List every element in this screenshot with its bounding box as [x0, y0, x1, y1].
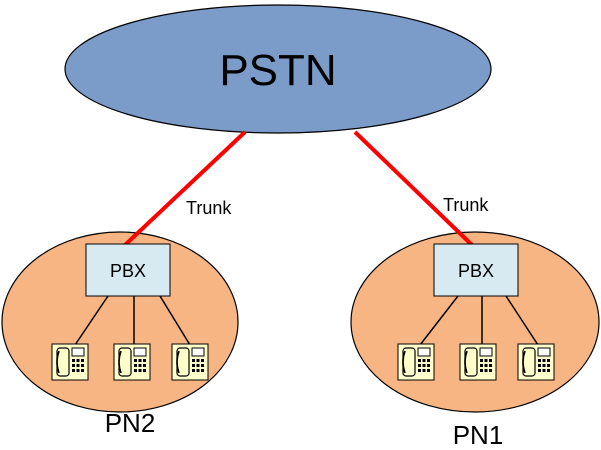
pbx-label-pn2: PBX — [110, 261, 146, 281]
network-pn1: PBX PN1 — [397, 243, 555, 450]
trunk-line-pn2 — [123, 130, 247, 247]
pstn-cloud — [64, 4, 492, 134]
network-pn2: PBX PN2 — [51, 243, 209, 438]
pstn-label: PSTN — [219, 46, 336, 95]
network-name-pn1: PN1 — [453, 420, 504, 450]
telephone-icon — [51, 343, 89, 381]
telephone-icon — [113, 343, 151, 381]
trunk-label-pn2: Trunk — [186, 198, 232, 218]
telephone-icon — [171, 343, 209, 381]
trunk-label-pn1: Trunk — [443, 195, 489, 215]
telephone-icon — [459, 343, 497, 381]
telephone-icon — [517, 343, 555, 381]
telephone-icon — [397, 343, 435, 381]
trunk-line-pn1 — [353, 130, 474, 247]
network-name-pn2: PN2 — [105, 408, 156, 438]
pbx-label-pn1: PBX — [458, 261, 494, 281]
pbx-box-pn1 — [433, 243, 519, 297]
pbx-box-pn2 — [85, 243, 171, 297]
